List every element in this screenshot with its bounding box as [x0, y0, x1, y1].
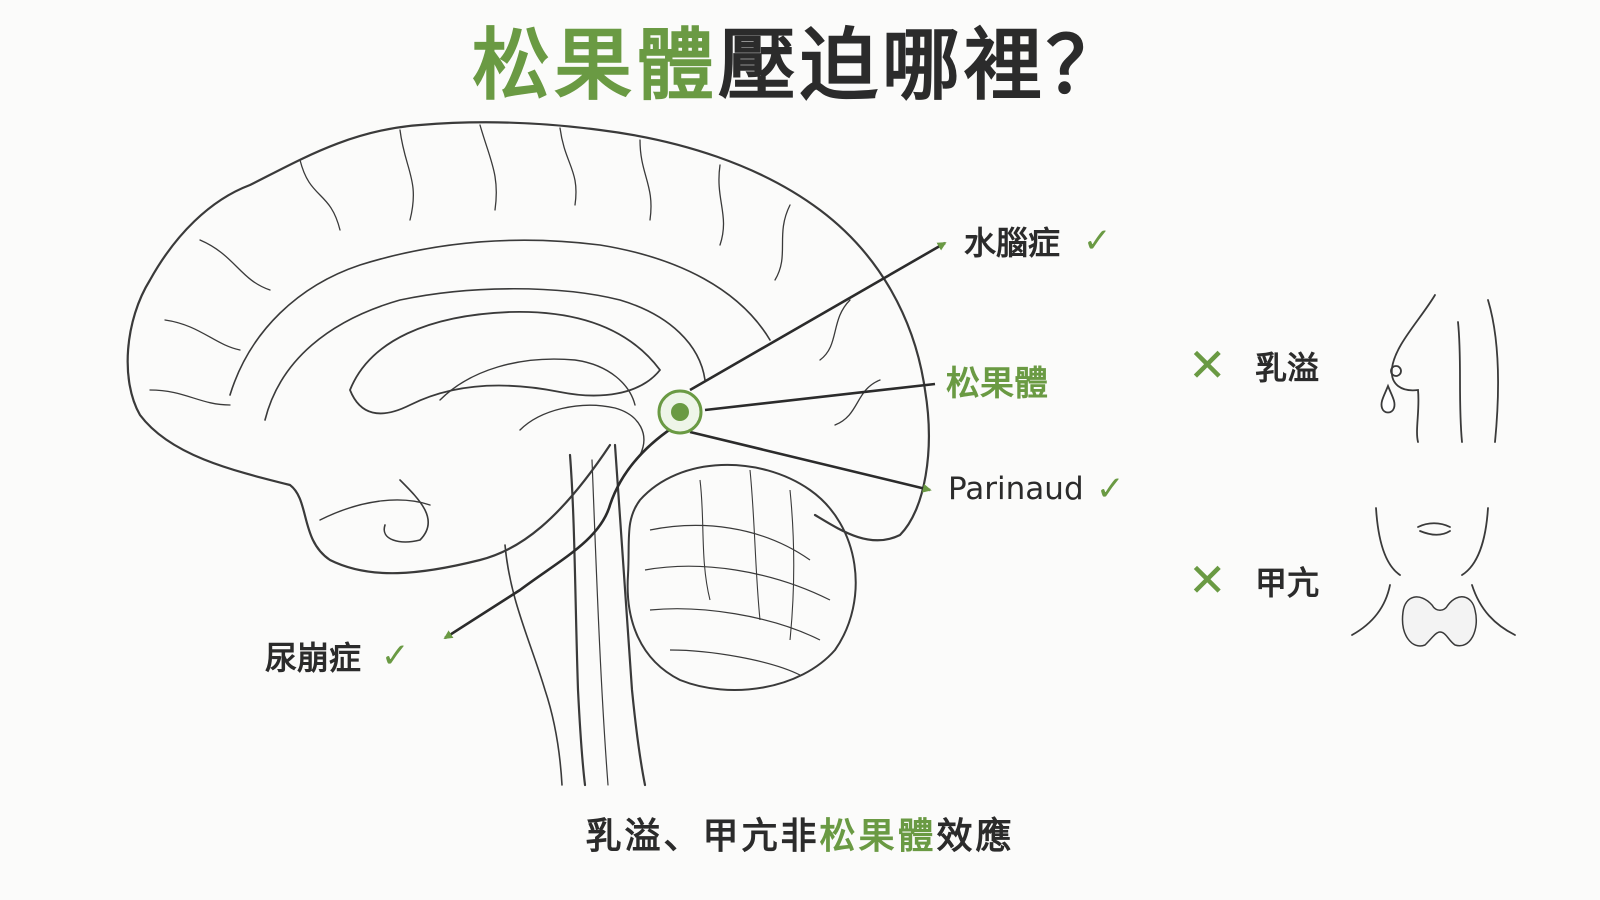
- brain-sagittal-illustration: [126, 121, 930, 575]
- cortex-inner-fold: [229, 239, 771, 396]
- label-hydrocephalus: 水腦症: [964, 224, 1061, 262]
- pointer-pineal-label: [704, 382, 936, 412]
- pointer-lines: [443, 241, 947, 640]
- breast-icon: [1380, 294, 1500, 443]
- check-icon-diabetes-insipidus: ✓: [381, 636, 410, 676]
- title-rest: 壓迫哪裡？: [718, 21, 1129, 111]
- cerebrum-outline: [126, 121, 930, 575]
- label-parinaud: Parinaud: [948, 471, 1084, 507]
- page-title: 松果體壓迫哪裡？: [0, 16, 1600, 116]
- cingulate-fold: [264, 288, 706, 421]
- pineal-label: 松果體: [946, 364, 1048, 404]
- arrow-hydrocephalus: [689, 241, 947, 392]
- label-hyperthyroidism: 甲亢: [1255, 564, 1320, 602]
- cross-icon-hyperthyroidism: ✕: [1188, 553, 1227, 607]
- check-icon-hydrocephalus: ✓: [1083, 221, 1112, 261]
- thalamus-region: [519, 404, 645, 456]
- check-icon-parinaud: ✓: [1096, 469, 1125, 509]
- arrow-diabetes-insipidus: [443, 426, 673, 640]
- brainstem: [504, 443, 647, 787]
- footer-summary: 乳溢、甲亢非松果體效應: [0, 812, 1600, 862]
- footer-suffix: 效應: [936, 816, 1015, 857]
- footer-highlight: 松果體: [819, 816, 937, 857]
- label-galactorrhea: 乳溢: [1255, 349, 1320, 387]
- cross-icon-galactorrhea: ✕: [1188, 338, 1227, 392]
- cerebellum: [626, 463, 857, 691]
- gyri-lines: [149, 124, 881, 426]
- thyroid-neck-icon: [1351, 507, 1516, 647]
- label-diabetes-insipidus: 尿崩症: [265, 639, 362, 677]
- pineal-gland-marker: [657, 389, 703, 435]
- hypothalamus: [383, 479, 430, 543]
- footer-prefix: 乳溢、甲亢非: [585, 816, 820, 857]
- temporal-fold: [319, 499, 431, 521]
- corpus-callosum: [349, 311, 661, 415]
- fornix: [439, 358, 636, 406]
- title-highlight: 松果體: [471, 21, 718, 111]
- arrow-parinaud: [689, 430, 932, 493]
